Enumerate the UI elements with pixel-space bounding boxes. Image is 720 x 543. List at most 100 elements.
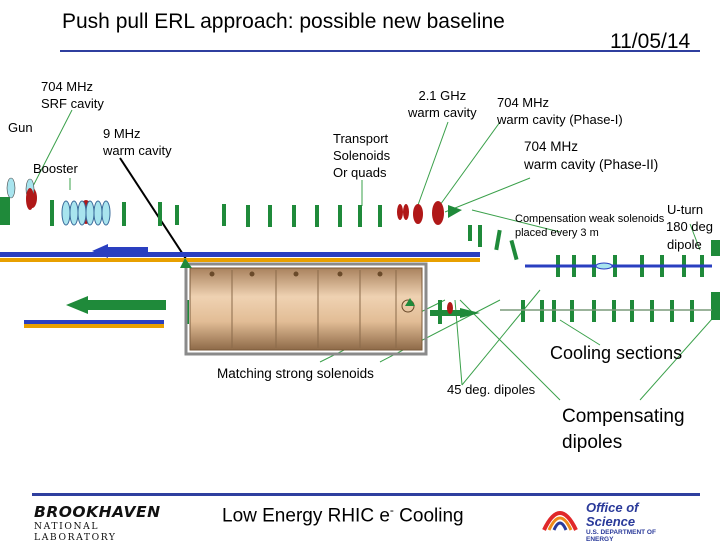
doe-logo-line1: Office of: [586, 500, 639, 515]
title-rule: [60, 50, 700, 52]
warm-21ghz-label-line2: warm cavity: [408, 105, 477, 120]
magnet: [468, 225, 472, 241]
uturn-label-top: U-turn: [667, 202, 704, 217]
doe-office-of-science-logo: Office of Science U.S. DEPARTMENT OF ENE…: [540, 500, 670, 543]
warm-21ghz-label: 2.1 GHz warm cavity: [408, 87, 477, 121]
magnet: [438, 300, 442, 324]
magnet: [158, 202, 162, 226]
marker-triangle: [180, 258, 192, 268]
magnet: [670, 300, 674, 322]
transport-label-line3: Or quads: [333, 165, 387, 180]
footer-title-sup: -: [389, 503, 394, 517]
cooling-tank-frame: [184, 262, 428, 356]
magnet: [378, 205, 382, 227]
brookhaven-logo-name: BROOKHAVEN: [34, 503, 161, 521]
leader-phase1: [439, 121, 501, 206]
magnet: [540, 300, 544, 322]
cooling-lower-magnets: [521, 300, 694, 322]
warm-704-phase2-label-line1: 704 MHz: [524, 139, 579, 154]
magnet: [521, 300, 525, 322]
lower-rf-cavities: [447, 302, 453, 314]
compensation-solenoids-label-line1: Compensation weak solenoids: [515, 213, 665, 225]
transport-label: Transport Solenoids Or quads: [333, 130, 390, 181]
warm-704-phase2-label: 704 MHz warm cavity (Phase-II): [524, 138, 658, 174]
rhic-beam-orange: [0, 258, 480, 262]
green-arrow-left-head: [66, 296, 88, 314]
leader-srf: [29, 109, 73, 193]
magnet: [552, 300, 556, 322]
footer-title: Low Energy RHIC e- Cooling: [222, 503, 464, 527]
magnet: [509, 239, 519, 261]
doe-logo-line3: U.S. DEPARTMENT OF ENERGY: [586, 529, 656, 543]
marker-triangle-2: [405, 298, 415, 306]
dipoles-45-label: 45 deg. dipoles: [447, 382, 536, 397]
leader-45b: [461, 289, 541, 386]
footer-title-main: Low Energy RHIC e: [222, 505, 390, 527]
solenoid: [61, 200, 71, 226]
cavity: [397, 204, 403, 220]
leader-comp-a: [459, 299, 561, 401]
gun-block: [0, 197, 10, 225]
warm-9mhz-label: 9 MHz warm cavity: [103, 125, 172, 159]
magnet: [650, 300, 654, 322]
booster-label: Booster: [33, 161, 78, 176]
magnet: [494, 229, 502, 251]
warm-704-phase2-label-line2: warm cavity (Phase-II): [524, 157, 659, 172]
transport-label-line1: Transport: [333, 131, 389, 146]
booster-cavity: [6, 177, 16, 199]
cavity: [447, 302, 453, 314]
cooling-sections-label: Cooling sections: [550, 343, 683, 363]
cavity: [413, 204, 423, 224]
footer-rule: [32, 493, 700, 496]
leader-comp-b: [639, 309, 720, 401]
blue-arrow-left-tail: [108, 247, 148, 255]
compensating-dipoles-label-line1: Compensating: [562, 406, 685, 427]
arrow-head-upper: [448, 205, 462, 218]
magnet: [478, 225, 482, 247]
cooling-tank: [189, 267, 423, 351]
cavity: [432, 201, 444, 225]
magnet: [292, 205, 296, 227]
magnet: [122, 202, 126, 226]
uturn-dipole: [711, 240, 720, 256]
magnet: [268, 205, 272, 227]
cooling-cavity: [595, 262, 613, 270]
transfer-magnets: [468, 225, 519, 261]
magnet: [358, 205, 362, 227]
srf-cavity-red-2: [26, 188, 34, 210]
matching-solenoids-label: Matching strong solenoids: [217, 366, 374, 381]
doe-logo-line2: Science: [586, 514, 636, 529]
beam-orange-lower: [24, 324, 164, 328]
blue-arrow-left: [92, 244, 108, 258]
brookhaven-logo-subtitle: NATIONAL LABORATORY: [34, 521, 117, 543]
warm-21ghz-label-line1: 2.1 GHz: [418, 88, 467, 103]
slide-date: 11/05/14: [610, 30, 691, 53]
upper-magnets: [50, 200, 382, 227]
magnet: [612, 300, 616, 322]
warm-9mhz-label-line2: warm cavity: [103, 143, 172, 158]
leader-21ghz: [417, 121, 449, 206]
rhic-beam-blue: [0, 252, 480, 257]
solenoid: [93, 200, 103, 226]
booster-solenoids: [61, 200, 111, 226]
leader-matching-b: [379, 299, 501, 363]
magnet: [592, 300, 596, 322]
magnet: [630, 300, 634, 322]
brookhaven-logo: BROOKHAVEN NATIONAL LABORATORY: [34, 503, 166, 543]
doe-emblem-icon: [542, 511, 578, 531]
leader-9mhz: [119, 157, 189, 263]
solenoid: [77, 200, 87, 226]
leader-phase2: [444, 177, 531, 213]
gun-label: Gun: [8, 120, 33, 135]
footer-title-tail: Cooling: [393, 505, 464, 527]
warm-704-phase1-label: 704 MHz warm cavity (Phase-I): [497, 94, 623, 128]
compensation-solenoids-label-line2: placed every 3 m: [515, 227, 599, 239]
magnet: [338, 205, 342, 227]
green-arrow-right-tail: [430, 310, 460, 316]
compensating-dipoles-label: Compensating dipoles: [562, 404, 685, 456]
leader-uturn: [689, 223, 701, 251]
warm-704-phase1-label-line1: 704 MHz: [497, 95, 550, 110]
upper-rf-cavities: [397, 201, 444, 225]
magnet: [175, 205, 179, 225]
